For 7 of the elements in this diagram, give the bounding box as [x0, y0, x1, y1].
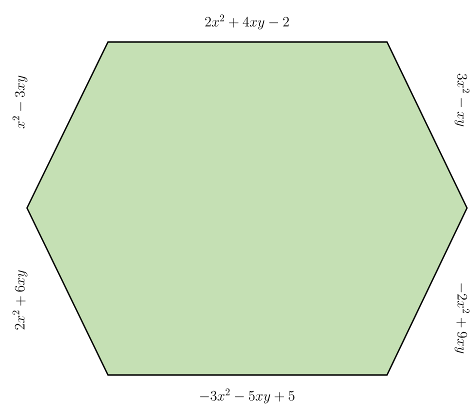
side-label: $-2x^2 + 9xy$	[454, 283, 470, 354]
side-label: $2x^2 + 6xy$	[12, 270, 28, 330]
side-label: $2x^2 + 4xy - 2$	[205, 14, 289, 30]
side-label: $x^2 - 3xy$	[12, 76, 28, 128]
side-label: $3x^2 - xy$	[454, 74, 470, 126]
side-label: $-3x^2 - 5xy + 5$	[200, 388, 294, 404]
hexagon-shape	[26, 41, 468, 376]
